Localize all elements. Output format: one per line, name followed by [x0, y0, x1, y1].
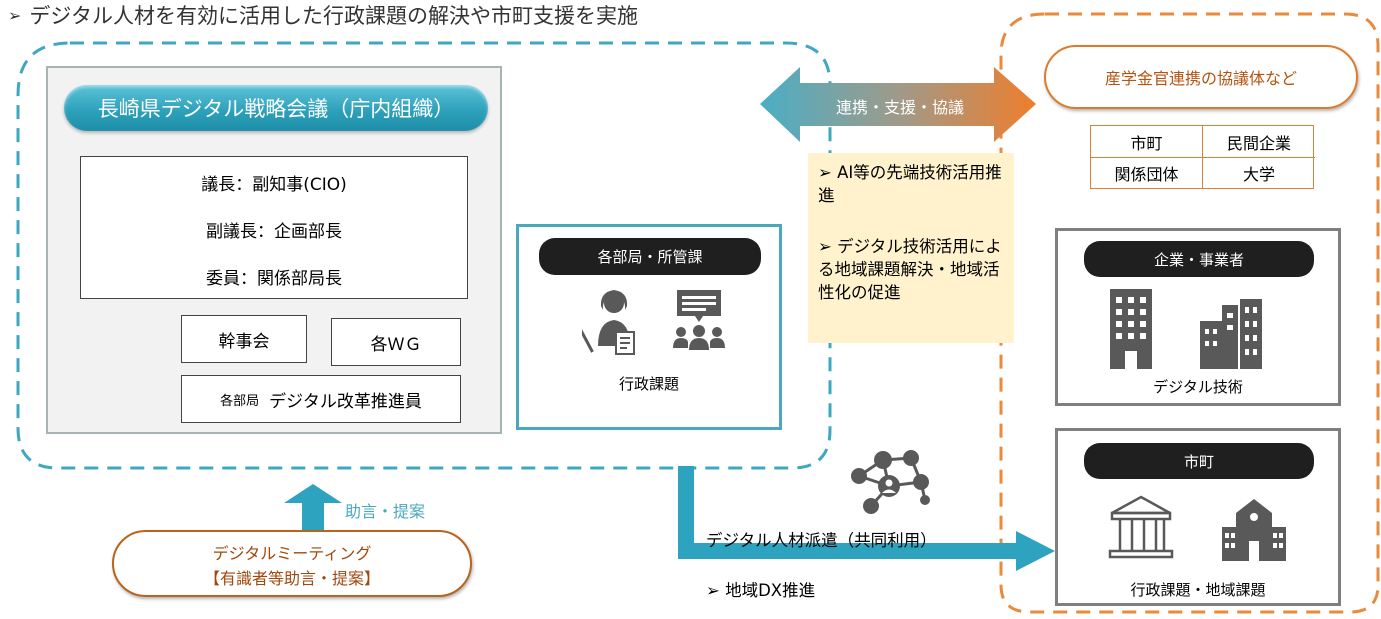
- collaboration-arrow: [760, 67, 1036, 142]
- member-cell: 市町: [1091, 126, 1203, 158]
- meeting-subtitle: 【有識者等助言・提案】: [203, 569, 380, 588]
- members-table: 市町 民間企業 関係団体 大学: [1090, 125, 1315, 189]
- initiatives-note: ➢ AI等の先端技術活用推進 ➢ デジタル技術活用による地域課題解決・地域活性化…: [808, 153, 1014, 343]
- city-buildings-icon: [1200, 299, 1262, 369]
- promoter-prefix: 各部局: [220, 393, 260, 409]
- council-roles-box: 議長：副知事(CIO) 副議長：企画部長 委員：関係部局長: [80, 156, 468, 299]
- dx-label: 地域DX推進: [725, 581, 816, 600]
- kanjikai-box: 幹事会: [181, 315, 307, 363]
- dispatch-arrow: [678, 466, 1055, 571]
- note-bullet: ➢: [818, 237, 832, 256]
- member-cell: 民間企業: [1203, 126, 1315, 158]
- companies-caption: デジタル技術: [1153, 378, 1243, 396]
- council-title: 長崎県デジタル戦略会議（庁内組織）: [64, 85, 488, 131]
- departments-pill: 各部局・所管課: [539, 238, 761, 275]
- note-text: AI等の先端技術活用推進: [818, 163, 1002, 205]
- promoter-box: 各部局デジタル改革推進員: [181, 375, 461, 423]
- companies-box: 企業・事業者: [1055, 228, 1341, 406]
- advice-arrow: [284, 484, 342, 530]
- dispatch-label: デジタル人材派遣（共同利用）: [706, 531, 937, 550]
- meeting-icon: [673, 290, 725, 350]
- companies-pill: 企業・事業者: [1084, 241, 1314, 277]
- departments-box: 各部局・所管課 行政課題: [516, 224, 782, 430]
- digital-meeting-pill: デジタルミーティング 【有識者等助言・提案】: [112, 530, 472, 597]
- network-icon: [851, 450, 930, 514]
- role-chair: 議長：副知事(CIO): [201, 175, 347, 195]
- collaboration-arrow-label: 連携・支援・協議: [836, 98, 965, 117]
- note-bullet: ➢: [818, 163, 832, 182]
- dx-bullet: ➢: [706, 581, 720, 600]
- municipalities-pill: 市町: [1084, 443, 1314, 479]
- collaboration-body-pill: 産学金官連携の協議体など: [1044, 45, 1358, 109]
- role-members: 委員：関係部局長: [206, 269, 342, 289]
- note-item: ➢ デジタル技術活用による地域課題解決・地域活性化の促進: [818, 235, 1008, 304]
- member-cell: 大学: [1242, 165, 1275, 184]
- municipalities-caption: 行政課題・地域課題: [1130, 581, 1266, 599]
- office-building-icon: [1110, 289, 1152, 369]
- teacher-icon: [582, 290, 635, 355]
- municipalities-box: 市町 行政課題・地域課題: [1055, 428, 1341, 606]
- promoter-label: デジタル改革推進員: [269, 391, 422, 412]
- header-bullet: ➢: [8, 6, 22, 25]
- prefecture-dashed-region: [16, 41, 832, 470]
- departments-caption: 行政課題: [618, 375, 679, 393]
- note-text: デジタル技術活用による地域課題解決・地域活性化の促進: [818, 237, 1002, 302]
- advice-label: 助言・提案: [345, 502, 426, 521]
- dx-promotion: ➢ 地域DX推進: [706, 577, 815, 601]
- school-icon: [1222, 499, 1286, 561]
- role-vice-chair: 副議長：企画部長: [206, 222, 342, 242]
- member-cell: 関係団体: [1091, 157, 1203, 189]
- header-text: デジタル人材を有効に活用した行政課題の解決や市町支援を実施: [29, 4, 638, 28]
- government-building-icon: [1108, 495, 1174, 559]
- meeting-title: デジタルミーティング: [212, 544, 372, 563]
- wg-box: 各ＷＧ: [331, 318, 461, 366]
- page-header: ➢ デジタル人材を有効に活用した行政課題の解決や市町支援を実施: [8, 0, 638, 30]
- external-dashed-region: [999, 12, 1380, 614]
- note-item: ➢ AI等の先端技術活用推進: [818, 161, 1008, 207]
